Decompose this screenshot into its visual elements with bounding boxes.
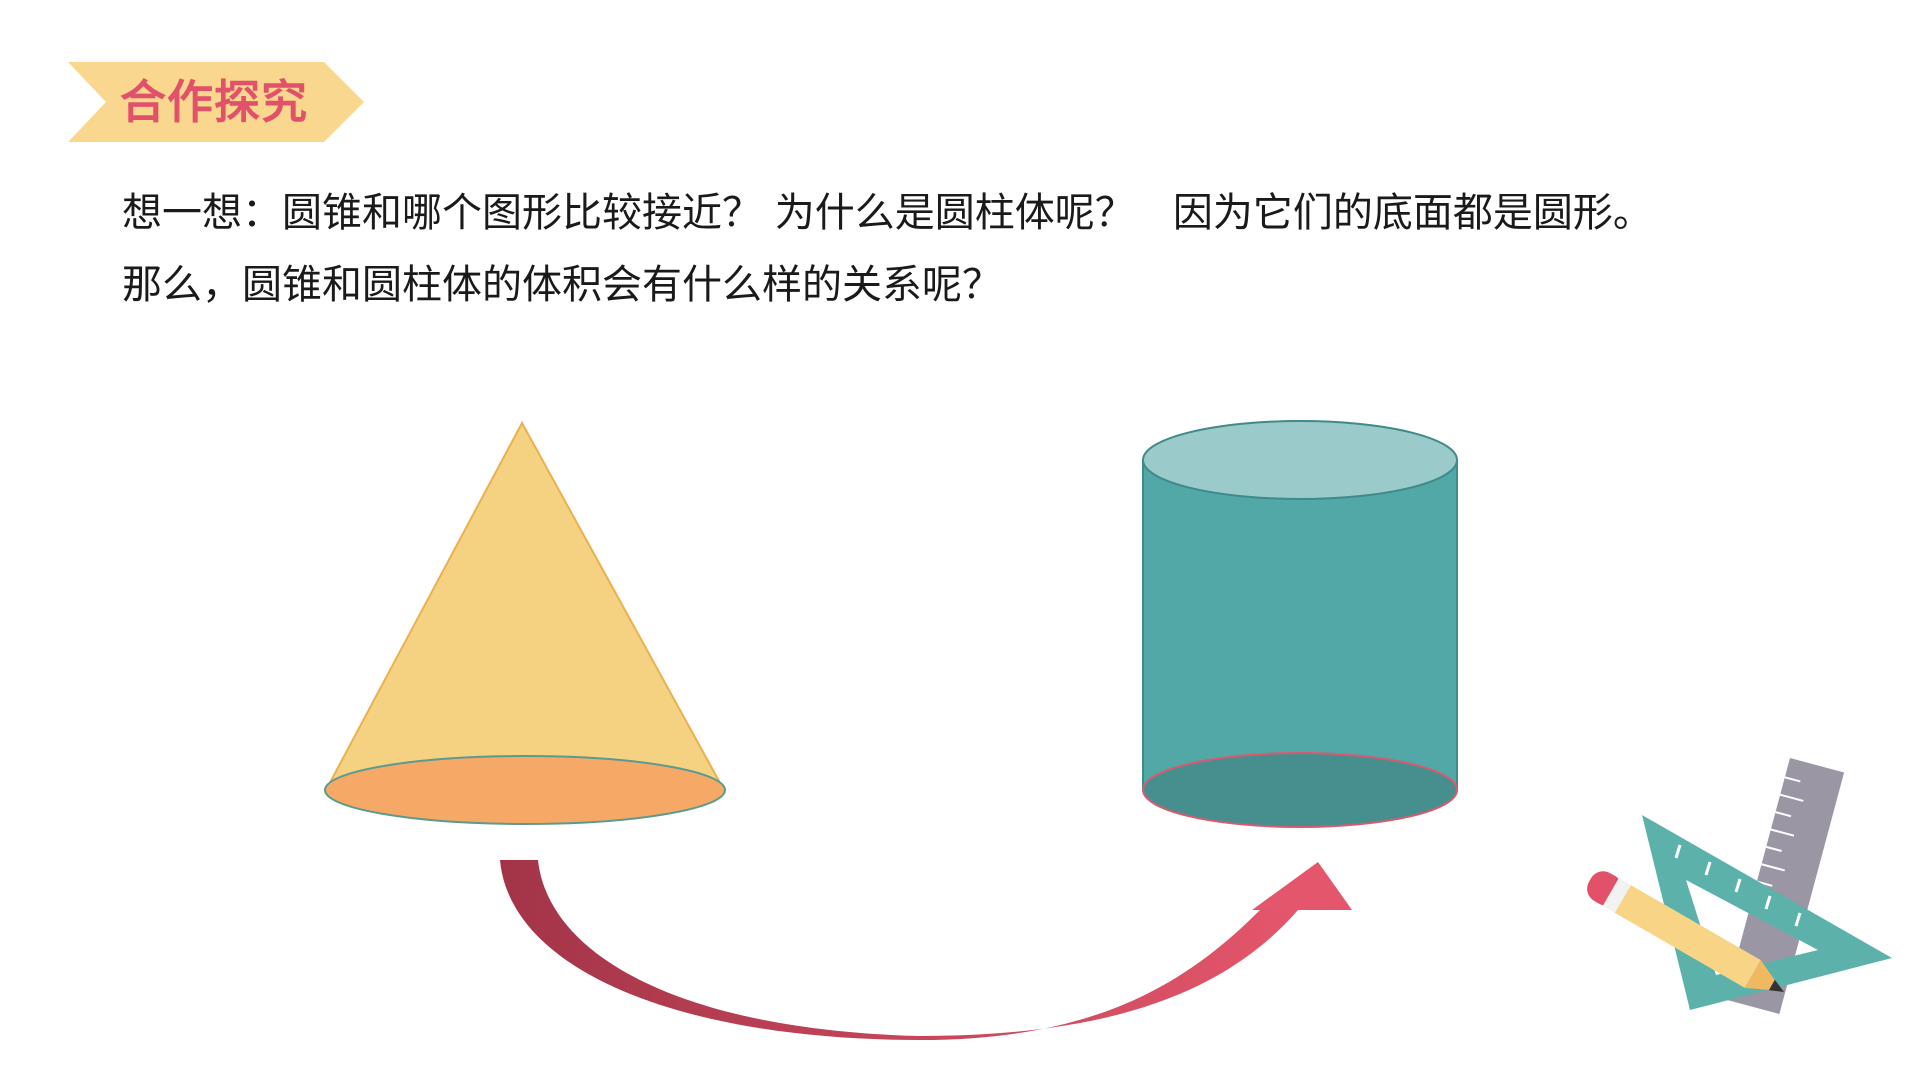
question-line-1: 想一想：圆锥和哪个图形比较接近？ 为什么是圆柱体呢？ 因为它们的底面都是圆形。 xyxy=(122,190,1653,236)
curved-arrow xyxy=(500,860,1352,1040)
cylinder-base xyxy=(1142,752,1458,828)
arrow-shaft xyxy=(500,860,1298,1040)
pencil-icon xyxy=(1587,871,1784,992)
cone-figure xyxy=(324,420,726,825)
cone-body xyxy=(324,420,726,791)
question-line-2: 那么，圆锥和圆柱体的体积会有什么样的关系呢？ xyxy=(122,262,1002,308)
ribbon-arrow-shape xyxy=(68,62,364,142)
arrow-head xyxy=(1252,862,1352,910)
cylinder-figure xyxy=(1142,420,1458,828)
cylinder-body xyxy=(1143,460,1457,790)
stationery-decoration xyxy=(1587,758,1892,1014)
ruler-icon xyxy=(1725,758,1845,1014)
cylinder-top xyxy=(1142,420,1458,500)
section-badge: 合作探究 xyxy=(68,62,364,142)
section-title: 合作探究 xyxy=(120,75,308,129)
cone-base xyxy=(324,755,726,825)
